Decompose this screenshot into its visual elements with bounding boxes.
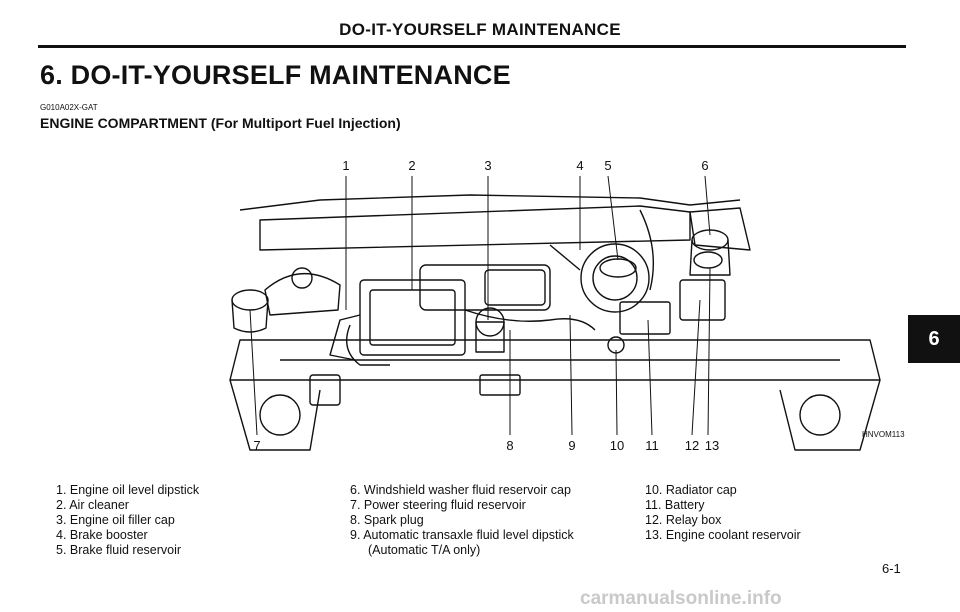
left-strut-tower [264,273,341,316]
engine-compartment-diagram: 1 2 3 4 5 6 7 8 9 10 11 12 13 [220,150,910,460]
legend-item: 3. Engine oil filler cap [56,513,175,527]
battery [619,301,671,335]
callout-3: 3 [484,158,491,173]
air-cleaner [359,279,466,356]
chapter-title: 6. DO-IT-YOURSELF MAINTENANCE [40,60,511,90]
callout-13: 13 [705,438,719,453]
callout-2: 2 [408,158,415,173]
legend-column-2: 6. Windshield washer fluid reservoir cap… [350,483,574,558]
section-code: G010A02X-GAT [40,103,98,112]
page-number: 6-1 [882,561,901,576]
callout-6: 6 [701,158,708,173]
legend-item: 13. Engine coolant reservoir [645,528,801,542]
callout-5: 5 [604,158,611,173]
power-steering-reservoir [231,289,269,311]
coolant-reservoir [693,251,723,269]
legend-item-continuation: (Automatic T/A only) [368,543,481,557]
figure-ref: HNVOM113 [862,430,905,439]
callout-7: 7 [253,438,260,453]
callout-9: 9 [568,438,575,453]
brake-fluid-reservoir [599,258,637,278]
legend-item: 1. Engine oil level dipstick [56,483,200,497]
legend-item: 7. Power steering fluid reservoir [350,498,526,512]
legend-item: 6. Windshield washer fluid reservoir cap [350,483,571,497]
callout-12: 12 [685,438,699,453]
legend-column-1: 1. Engine oil level dipstick 2. Air clea… [56,483,199,558]
engine-cover [419,264,551,311]
header-rule [38,45,906,48]
legend-item: 12. Relay box [645,513,722,527]
legend-item: 10. Radiator cap [645,483,737,497]
legend-item: 9. Automatic transaxle fluid level dipst… [350,528,574,542]
running-header: DO-IT-YOURSELF MAINTENANCE [339,20,621,39]
cowl-panel [259,205,691,251]
section-title: ENGINE COMPARTMENT (For Multiport Fuel I… [40,115,401,131]
watermark: carmanualsonline.info [580,588,782,609]
engine-illustration: 1 2 3 4 5 6 7 8 9 10 11 12 13 [229,158,881,453]
callout-4: 4 [576,158,583,173]
legend-item: 2. Air cleaner [56,498,129,512]
brake-booster [580,243,650,313]
hood-edge [239,194,741,211]
legend-column-3: 10. Radiator cap 11. Battery 12. Relay b… [645,483,801,543]
legend-item: 5. Brake fluid reservoir [56,543,182,557]
legend-item: 8. Spark plug [350,513,424,527]
chapter-tab[interactable]: 6 [908,315,960,363]
relay-box [679,279,726,321]
callout-8: 8 [506,438,513,453]
legend-item: 4. Brake booster [56,528,148,542]
callout-10: 10 [610,438,624,453]
callout-1: 1 [342,158,349,173]
callout-11: 11 [645,438,659,453]
legend-item: 11. Battery [645,498,705,512]
